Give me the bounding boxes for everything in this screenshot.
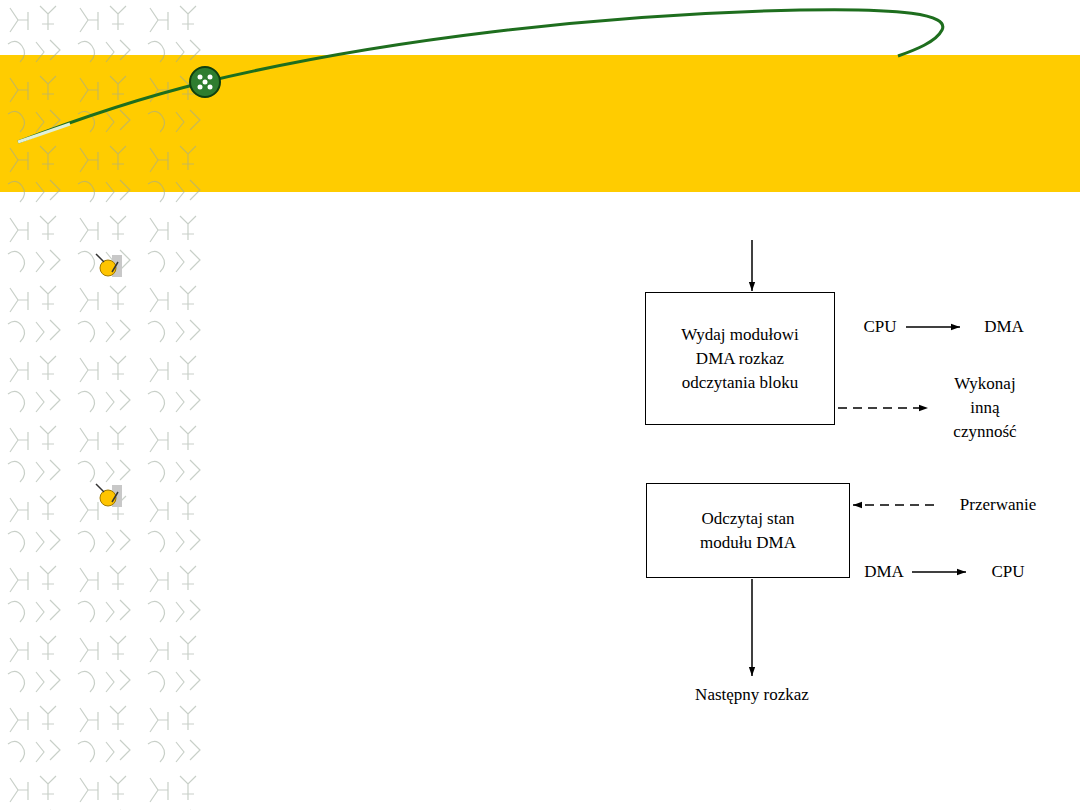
flow-label: CPU [863, 315, 896, 339]
box-text: Wydaj modułowi DMA rozkaz odczytania blo… [675, 323, 805, 395]
swoosh-knob [190, 67, 220, 97]
flow-label: DMA [984, 315, 1024, 339]
swoosh-tail [18, 124, 70, 142]
direction-arrow [912, 571, 966, 573]
flow-label: Wykonaj inną czynność [940, 372, 1030, 444]
flow-label: DMA [864, 560, 904, 584]
box-text: Odczytaj stan modułu DMA [698, 507, 798, 555]
flow-label: Przerwanie [960, 493, 1036, 517]
direction-arrow [906, 326, 960, 328]
process-box: Odczytaj stan modułu DMA [646, 483, 850, 578]
exit-arrow [751, 579, 753, 676]
flow-label: Następny rozkaz [695, 683, 809, 707]
swoosh-line [18, 10, 943, 142]
dashed-arrow [838, 407, 928, 409]
entry-arrow [751, 240, 753, 291]
bullet-icon [96, 254, 122, 277]
flow-label: CPU [991, 560, 1024, 584]
process-box: Wydaj modułowi DMA rozkaz odczytania blo… [645, 292, 835, 425]
side-pattern [0, 0, 210, 810]
bullet-icon [96, 484, 122, 507]
dashed-arrow [853, 504, 934, 506]
